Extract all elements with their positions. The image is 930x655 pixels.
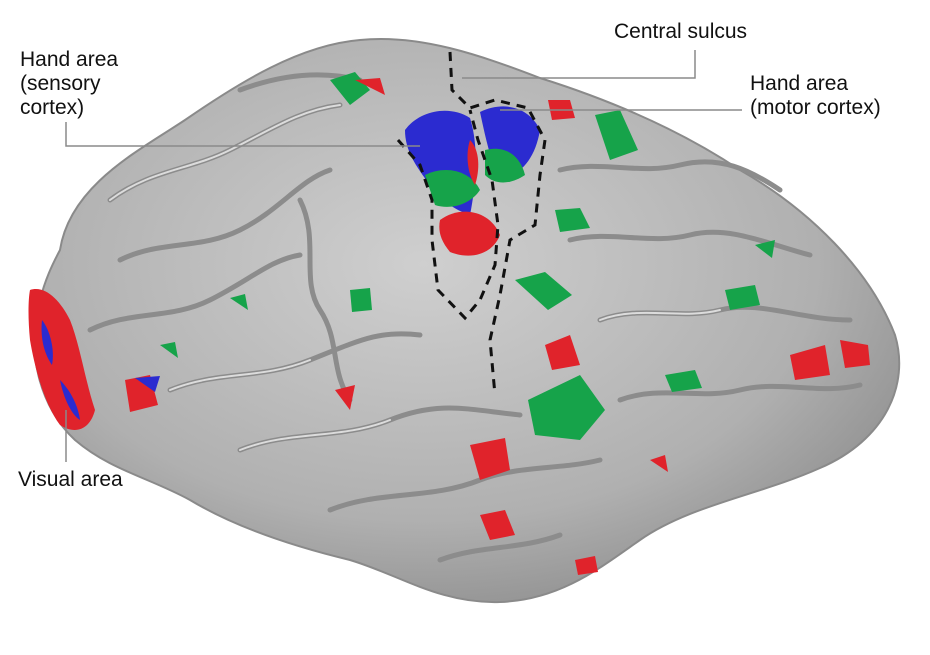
motor-sensory-boundary <box>396 51 547 396</box>
leader-lines <box>65 50 742 462</box>
cortex-surface <box>33 38 901 604</box>
label-hand-area-sensory-cortex: Hand area (sensory cortex) <box>20 48 118 120</box>
label-line: Hand area <box>750 72 849 95</box>
label-line: Visual area <box>18 468 123 491</box>
label-line: (motor cortex) <box>750 96 881 119</box>
label-visual-area: Visual area <box>18 468 123 492</box>
label-central-sulcus: Central sulcus <box>614 20 747 44</box>
label-line: cortex) <box>20 96 85 119</box>
hand-area-activation <box>405 106 540 256</box>
leader-line-central <box>462 50 696 79</box>
label-hand-area-motor-cortex: Hand area (motor cortex) <box>750 72 881 120</box>
visual-area-activation <box>28 289 95 430</box>
label-line: (sensory <box>20 72 101 95</box>
scattered-activation <box>125 72 870 575</box>
leader-line-sensory <box>65 122 420 147</box>
label-line: Hand area <box>20 48 119 71</box>
label-line: Central sulcus <box>614 20 748 43</box>
gyri-texture <box>87 72 863 563</box>
